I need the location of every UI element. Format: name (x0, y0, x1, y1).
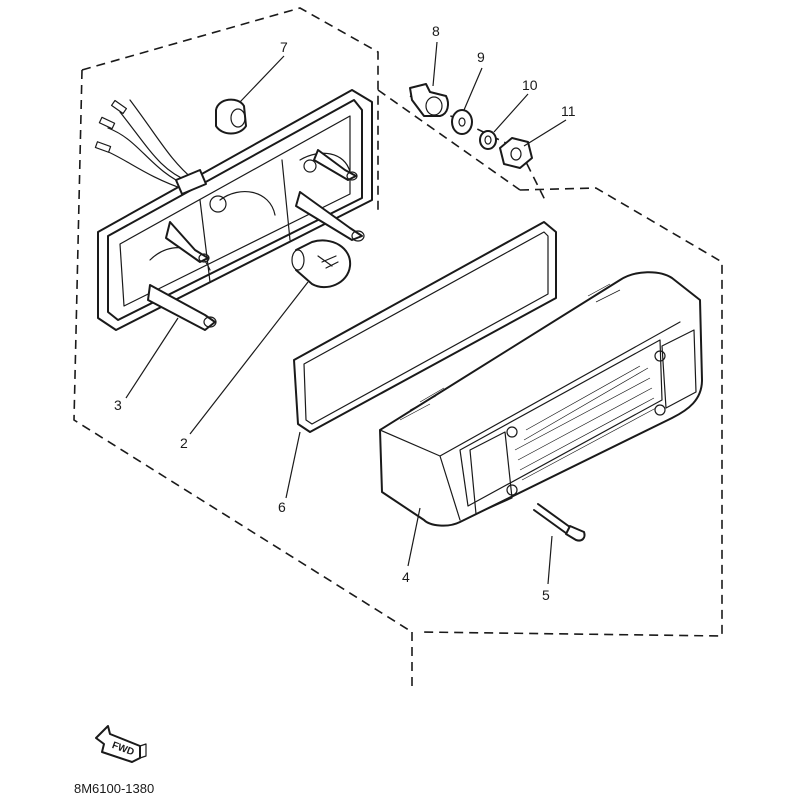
callout-6: 6 (278, 499, 286, 515)
callout-9: 9 (477, 49, 485, 65)
assembly-boundary-left (73, 7, 413, 690)
leader-lines (125, 41, 567, 585)
callout-10: 10 (522, 77, 538, 93)
taillight-lens (379, 271, 703, 527)
collar (409, 83, 449, 117)
callout-7: 7 (280, 39, 288, 55)
taillight-housing (97, 89, 373, 331)
callout-4: 4 (402, 569, 410, 585)
screw (533, 503, 586, 542)
lock-washer (479, 130, 497, 150)
callout-3: 3 (114, 397, 122, 413)
bulb (291, 239, 352, 289)
callout-5: 5 (542, 587, 550, 603)
washer (451, 109, 473, 135)
wire-harness (94, 99, 207, 195)
fwd-arrow-icon: FWD (95, 725, 147, 763)
callout-8: 8 (432, 23, 440, 39)
callout-11: 11 (561, 103, 576, 119)
diagram-code: 8M6100-1380 (74, 781, 154, 796)
assembly-boundary-right (377, 89, 723, 637)
callout-2: 2 (180, 435, 188, 451)
lens-gasket (293, 221, 557, 433)
grommet (215, 98, 247, 135)
